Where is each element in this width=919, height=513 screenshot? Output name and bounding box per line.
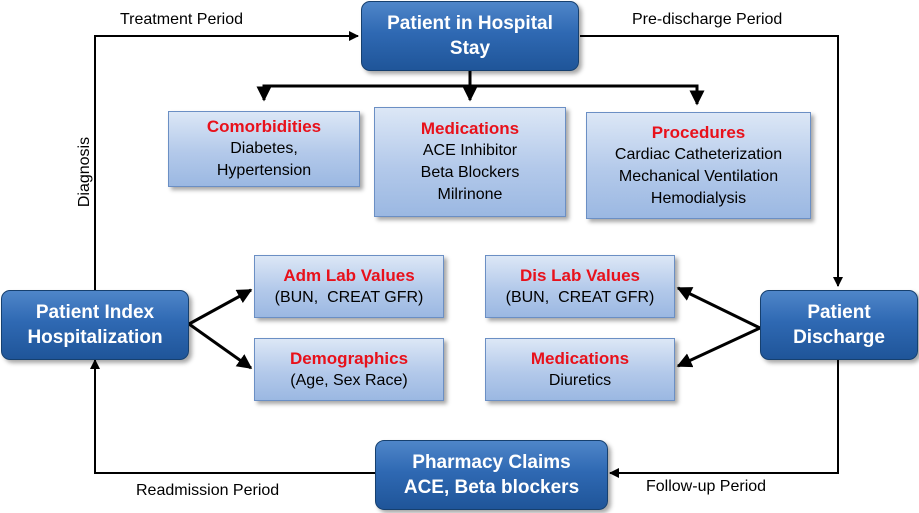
node-medications-stay: Medications ACE Inhibitor Beta Blockers … <box>374 107 566 217</box>
label-diagnosis: Diagnosis <box>76 136 93 208</box>
node-title: Medications <box>420 119 520 138</box>
node-line: (BUN, CREAT GFR) <box>505 288 655 306</box>
edge-index-to-demographics <box>188 322 253 370</box>
node-pharmacy-claims: Pharmacy Claims ACE, Beta blockers <box>375 440 608 510</box>
edge-pre-discharge-period <box>580 35 843 287</box>
node-patient-discharge: Patient Discharge <box>760 290 918 360</box>
node-procedures: Procedures Cardiac Catheterization Mecha… <box>586 112 811 219</box>
node-line: Patient <box>807 302 871 323</box>
edge-index-to-adm-lab <box>188 288 253 326</box>
edge-discharge-to-dis-lab <box>676 286 761 330</box>
node-title: Demographics <box>289 348 409 368</box>
node-line: Diuretics <box>548 371 612 389</box>
node-line: Cardiac Catheterization <box>614 145 783 163</box>
node-line: ACE Inhibitor <box>422 142 518 159</box>
node-dis-lab-values: Dis Lab Values (BUN, CREAT GFR) <box>485 255 675 318</box>
node-line: Patient Index <box>35 302 155 323</box>
node-title: Dis Lab Values <box>520 265 640 285</box>
node-comorbidities: Comorbidities Diabetes, Hypertension <box>168 111 360 187</box>
label-treatment-period: Treatment Period <box>120 11 244 28</box>
node-line: Hospitalization <box>27 327 163 348</box>
node-line: Stay <box>449 38 491 59</box>
node-medications-discharge: Medications Diuretics <box>485 338 675 401</box>
node-line: Pharmacy Claims <box>412 452 571 473</box>
node-line: Hypertension <box>216 162 312 179</box>
edge-stay-to-procedures <box>470 84 705 106</box>
node-line: ACE, Beta blockers <box>403 477 580 498</box>
node-title: Comorbidities <box>206 117 322 136</box>
node-line: Milrinone <box>437 186 503 203</box>
edge-treatment-period <box>94 31 359 290</box>
edge-readmission-period <box>90 359 376 474</box>
node-line: Discharge <box>793 327 885 348</box>
node-title: Adm Lab Values <box>283 265 415 285</box>
edge-follow-up-period <box>609 360 839 478</box>
node-patient-in-hospital-stay: Patient in Hospital Stay <box>361 1 579 71</box>
label-pre-discharge-period: Pre-discharge Period <box>632 11 783 28</box>
node-title: Procedures <box>651 122 746 142</box>
node-line: (Age, Sex Race) <box>290 371 408 389</box>
edge-discharge-to-medications <box>676 326 761 368</box>
node-line: Beta Blockers <box>420 164 520 181</box>
edge-stay-to-details <box>256 71 472 102</box>
node-line: Patient in Hospital <box>387 13 553 34</box>
node-adm-lab-values: Adm Lab Values (BUN, CREAT GFR) <box>254 255 444 318</box>
label-follow-up-period: Follow-up Period <box>646 478 767 495</box>
node-line: Diabetes, <box>230 140 298 157</box>
node-title: Medications <box>530 348 630 368</box>
node-line: (BUN, CREAT GFR) <box>274 288 424 306</box>
label-readmission-period: Readmission Period <box>136 482 280 499</box>
node-demographics: Demographics (Age, Sex Race) <box>254 338 444 401</box>
node-line: Mechanical Ventilation <box>618 167 779 185</box>
node-line: Hemodialysis <box>650 189 747 207</box>
node-patient-index-hospitalization: Patient Index Hospitalization <box>1 290 189 360</box>
